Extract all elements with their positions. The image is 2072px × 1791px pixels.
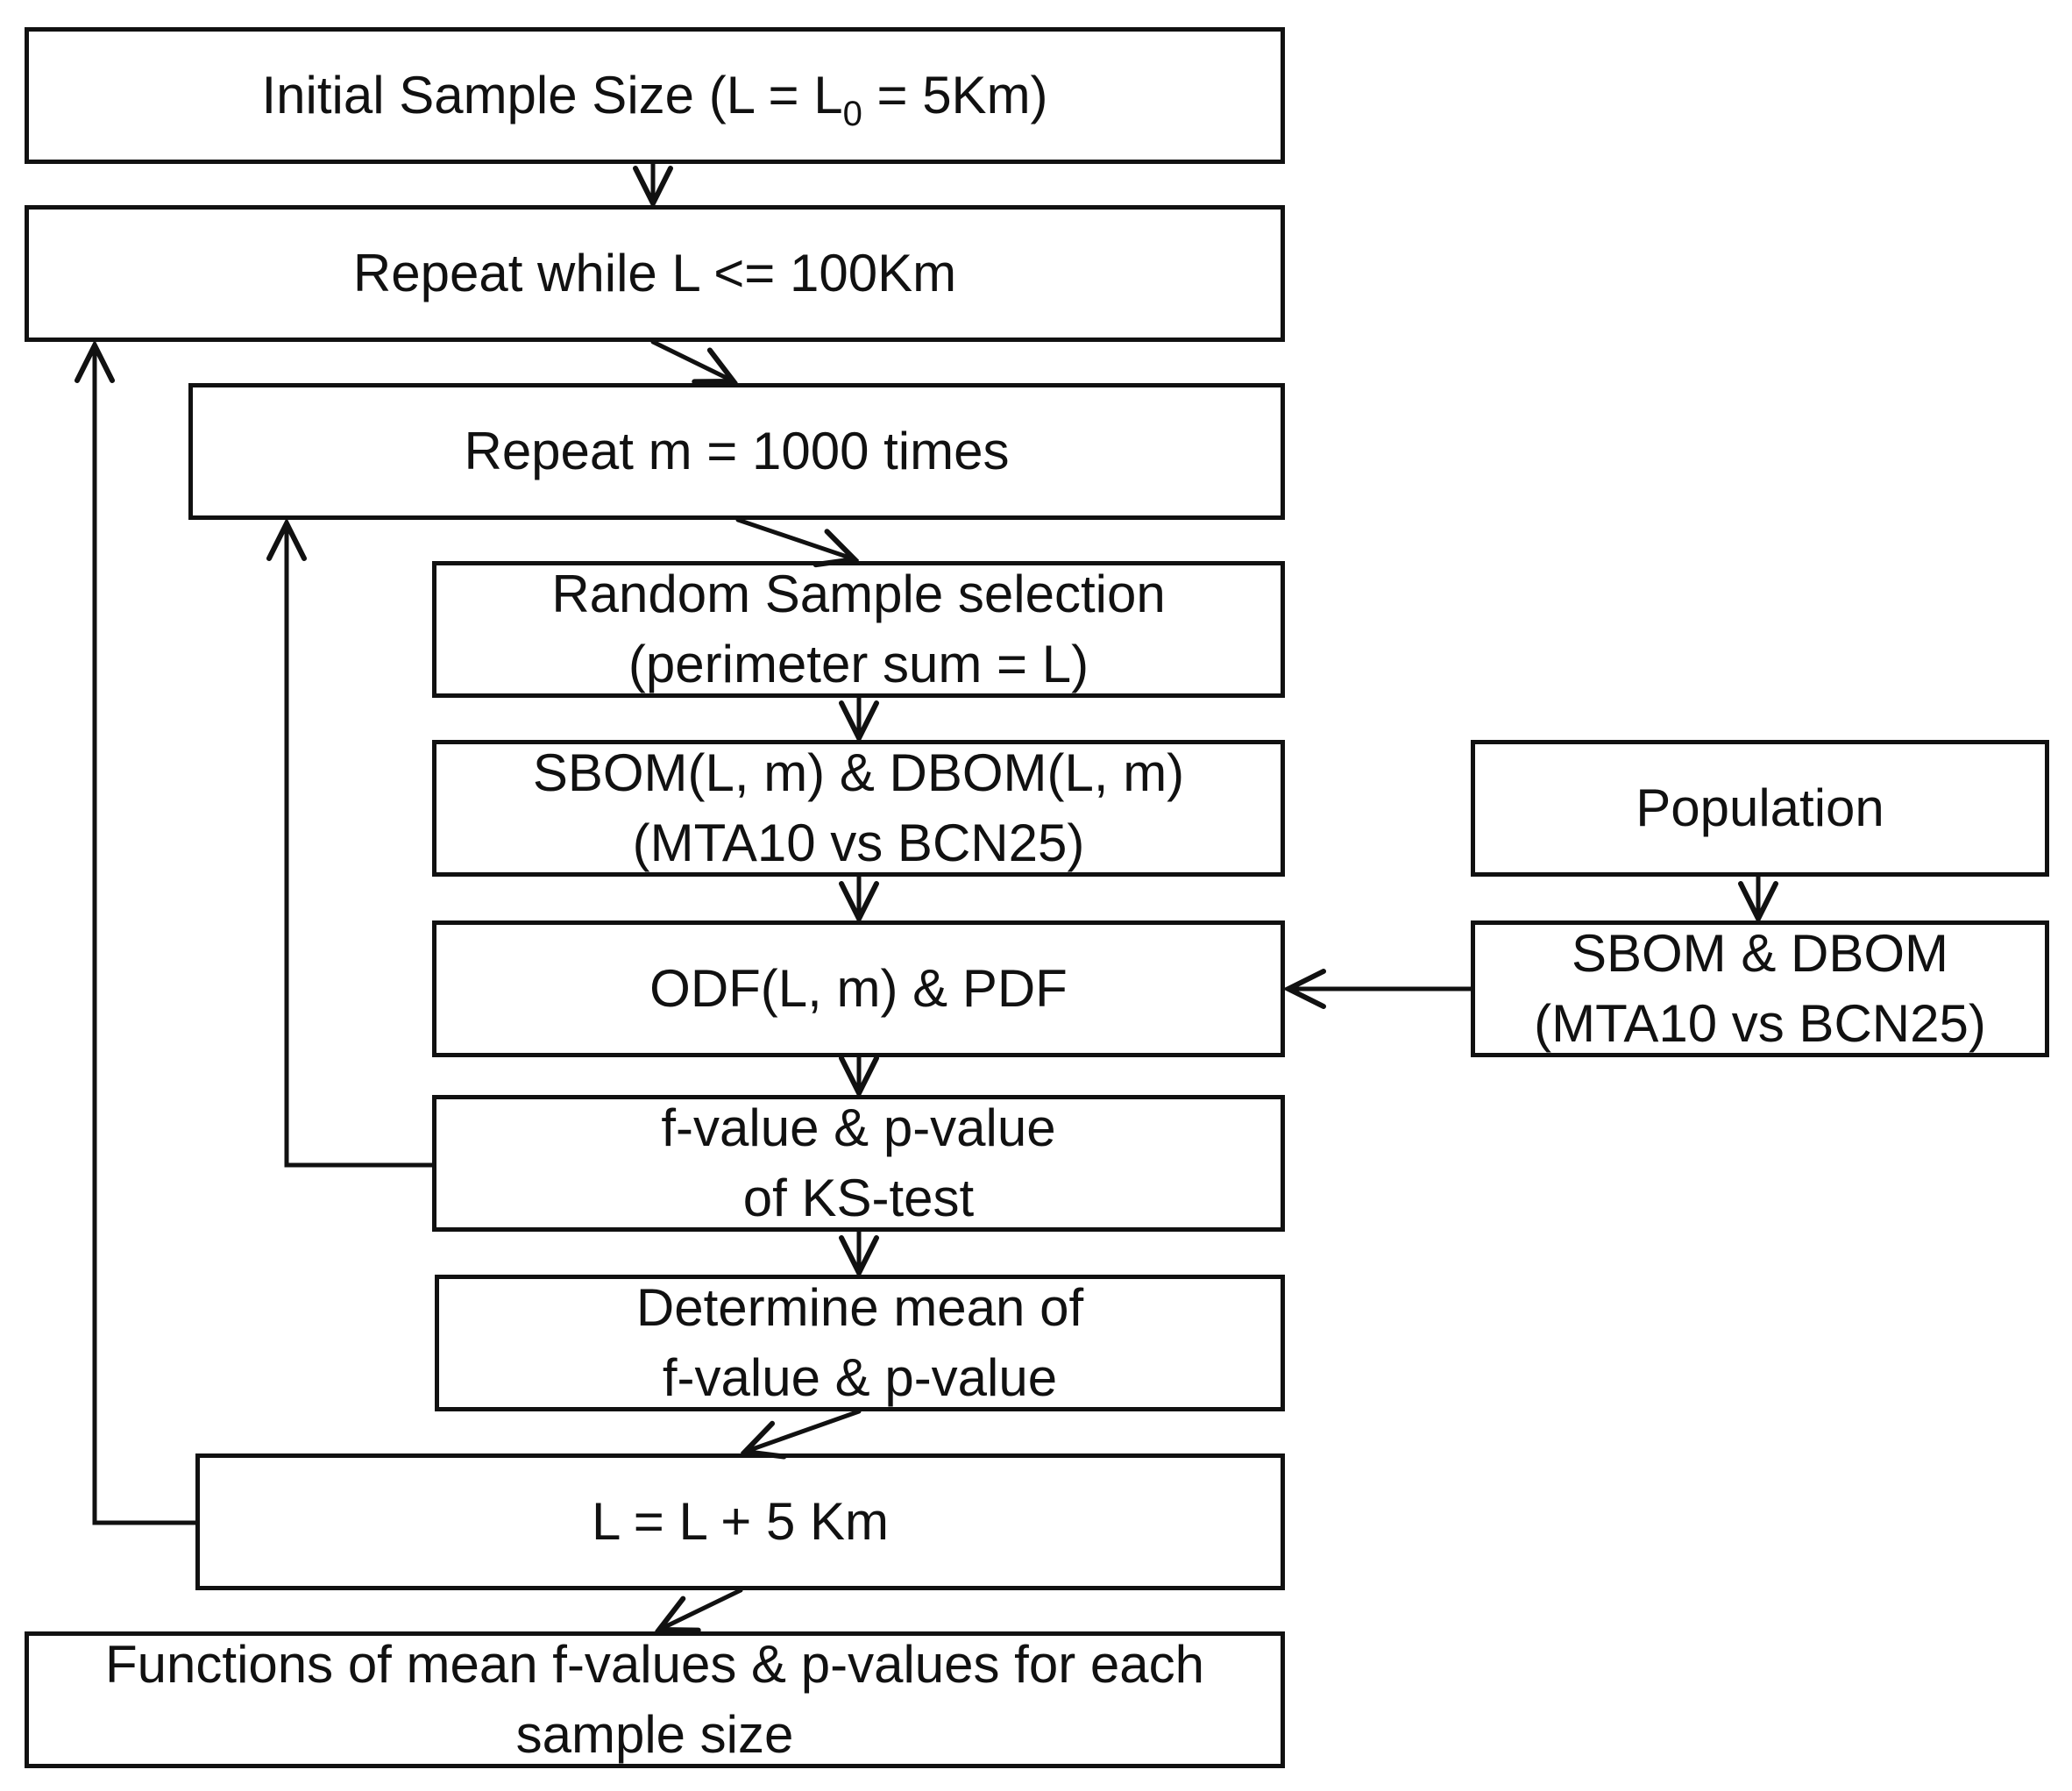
loop-arrow-increment-to-repeat-while [95, 345, 198, 1525]
node-repeat-while: Repeat while L <= 100Km [25, 205, 1285, 342]
node-initial-subscript: 0 [842, 95, 862, 133]
node-determine-mean-line1: Determine mean of [635, 1278, 1084, 1337]
node-random-sample-line1: Random Sample selection [551, 565, 1166, 623]
node-initial-label: Initial Sample Size (L = L0 = 5Km) [261, 60, 1047, 131]
node-repeat-m-times: Repeat m = 1000 times [188, 383, 1285, 520]
arrow-increment-to-functions [659, 1588, 743, 1630]
node-sbom-dbom-pop-line2: (MTA10 vs BCN25) [1534, 994, 1986, 1053]
loop-arrow-ks-test-to-repeat-m [287, 523, 435, 1168]
node-increment-l: L = L + 5 Km [195, 1453, 1285, 1590]
node-sbom-dbom-lm-line1: SBOM(L, m) & DBOM(L, m) [532, 743, 1185, 802]
node-sbom-dbom-population: SBOM & DBOM (MTA10 vs BCN25) [1471, 920, 2049, 1057]
arrow-repeat-while-to-repeat-m [650, 339, 734, 381]
node-increment-label: L = L + 5 Km [591, 1492, 890, 1551]
node-functions: Functions of mean f-values & p-values fo… [25, 1631, 1285, 1768]
node-population: Population [1471, 740, 2049, 877]
node-repeat-m-label: Repeat m = 1000 times [464, 422, 1010, 480]
arrow-repeat-m-to-random-sample [735, 517, 855, 559]
node-ks-test-line2: of KS-test [742, 1169, 975, 1227]
node-initial-sample-size: Initial Sample Size (L = L0 = 5Km) [25, 27, 1285, 164]
node-ks-test: f-value & p-value of KS-test [432, 1095, 1285, 1232]
node-random-sample-line2: (perimeter sum = L) [628, 635, 1089, 693]
node-initial-prefix: Initial Sample Size (L = L [261, 66, 843, 124]
node-initial-suffix: = 5Km) [862, 66, 1048, 124]
arrow-determine-mean-to-increment [745, 1409, 862, 1452]
node-repeat-while-label: Repeat while L <= 100Km [352, 244, 957, 302]
node-random-sample: Random Sample selection (perimeter sum =… [432, 561, 1285, 698]
node-population-label: Population [1636, 778, 1884, 837]
node-sbom-dbom-lm: SBOM(L, m) & DBOM(L, m) (MTA10 vs BCN25) [432, 740, 1285, 877]
node-sbom-dbom-pop-line1: SBOM & DBOM [1571, 924, 1949, 983]
node-determine-mean-line2: f-value & p-value [662, 1348, 1058, 1407]
node-odf-pdf-label: ODF(L, m) & PDF [649, 959, 1068, 1018]
node-sbom-dbom-lm-line2: (MTA10 vs BCN25) [632, 814, 1085, 872]
node-functions-line1: Functions of mean f-values & p-values fo… [105, 1635, 1204, 1694]
node-functions-line2: sample size [515, 1705, 794, 1764]
node-ks-test-line1: f-value & p-value [661, 1098, 1056, 1157]
